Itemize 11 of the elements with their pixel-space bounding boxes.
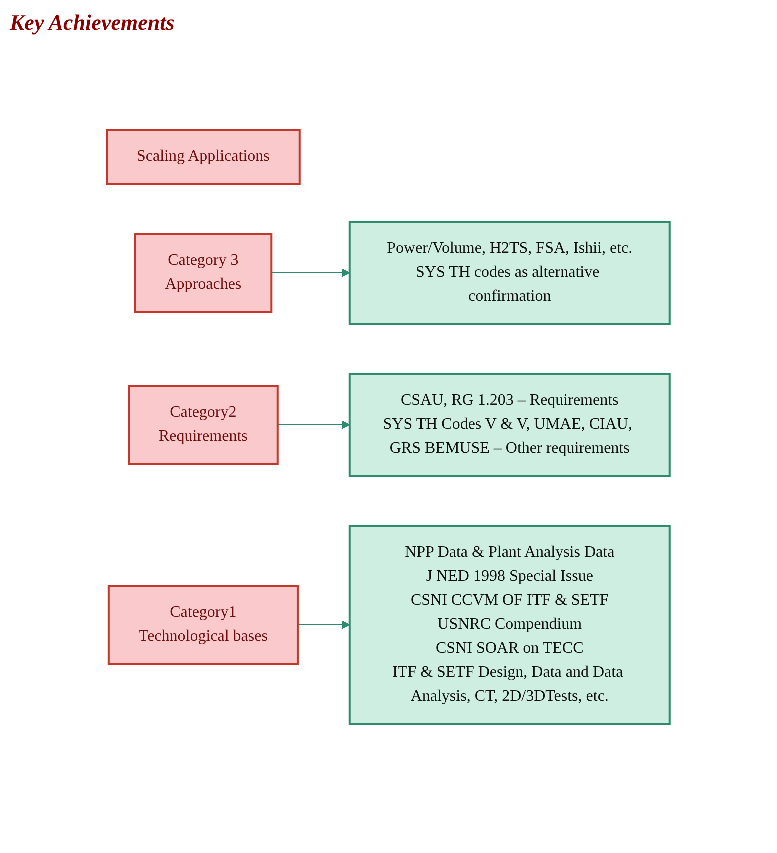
arrow [271,268,350,277]
node-box: Scaling Applications [106,128,301,184]
node-box: CSAU, RG 1.203 – Requirements SYS TH Codes V & V, UMAE, CIAU, GRS BEMUSE – Other requirements [348,372,671,476]
node-box: Power/Volume, H2TS, FSA, Ishii, etc. SYS TH codes as alternative confirmation [348,220,671,324]
node-box: NPP Data & Plant Analysis Data J NED 1998 Special Issue CSNI CCVM OF ITF & SETF USNRC Compendium CSNI SOAR on TECC ITF & SETF Design, Data and Data Analysis, CT, 2D/3DTests, etc. [348,524,671,724]
node-box: Category 3 Approaches [134,232,273,312]
arrow [298,620,350,629]
node-box: Category1 Technological bases [108,584,300,664]
node-box: Category2 Requirements [128,384,279,464]
arrow [277,420,350,429]
rotated-heading: Key Achievements [10,10,175,36]
